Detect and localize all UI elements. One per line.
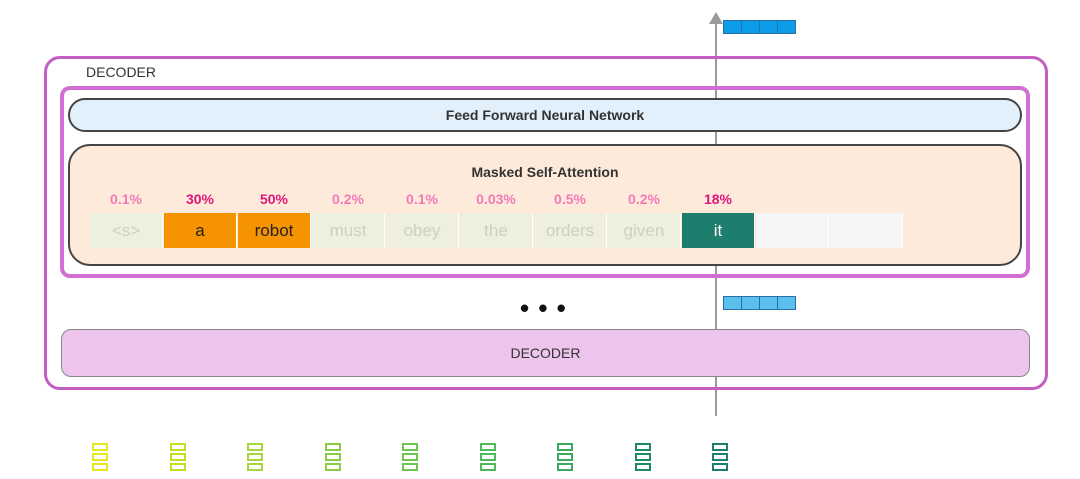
embedding-cell <box>634 463 651 471</box>
token-cell: obey <box>386 213 459 248</box>
vector-cell <box>778 297 795 309</box>
attention-weight: 0.2% <box>332 191 364 207</box>
embedding-cell <box>324 463 341 471</box>
embedding-vector-icon <box>557 443 573 475</box>
decoder-inner-highlight <box>60 86 1030 278</box>
embedding-vector-icon <box>247 443 263 475</box>
vector-cell <box>778 21 795 33</box>
embedding-cell <box>479 463 496 471</box>
embedding-cell <box>324 453 341 461</box>
vector-cell <box>742 297 760 309</box>
embedding-vector-icon <box>402 443 418 475</box>
attention-weight: 0.2% <box>628 191 660 207</box>
embedding-cell <box>712 453 728 461</box>
embedding-cell <box>634 443 651 451</box>
current-token-cell: it <box>682 213 755 248</box>
embedding-cell <box>557 443 573 451</box>
feed-forward-layer: Feed Forward Neural Network <box>68 98 1022 132</box>
embedding-cell <box>712 443 728 451</box>
embedding-cell <box>557 453 573 461</box>
token-cell: robot <box>238 213 311 248</box>
attention-weight: 0.1% <box>406 191 438 207</box>
embedding-cell <box>712 463 728 471</box>
embedding-cell <box>92 443 108 451</box>
output-vector <box>723 20 796 34</box>
token-cell: <s> <box>90 213 163 248</box>
embedding-cell <box>479 443 496 451</box>
embedding-cell <box>169 443 186 451</box>
embedding-cell <box>247 453 263 461</box>
embedding-cell <box>247 443 263 451</box>
attention-weight: 0.5% <box>554 191 586 207</box>
attention-weight: 0.03% <box>476 191 516 207</box>
embedding-vector-icon <box>634 443 651 475</box>
token-cell: the <box>460 213 533 248</box>
empty-token-cell <box>756 213 829 248</box>
embedding-cell <box>402 453 418 461</box>
empty-token-cell <box>830 213 903 248</box>
token-cell: orders <box>534 213 607 248</box>
feed-forward-label: Feed Forward Neural Network <box>445 107 645 123</box>
embedding-cell <box>402 443 418 451</box>
lower-decoder-label: DECODER <box>510 345 581 361</box>
lower-decoder-block: DECODER <box>61 329 1030 377</box>
vector-cell <box>742 21 760 33</box>
hidden-vector <box>723 296 796 310</box>
embedding-cell <box>92 463 108 471</box>
attention-weight: 18% <box>703 191 733 207</box>
embedding-vector-icon <box>169 443 186 475</box>
vector-cell <box>760 21 778 33</box>
vector-cell <box>760 297 778 309</box>
attention-weight: 30% <box>185 191 215 207</box>
attention-weight: 50% <box>259 191 289 207</box>
token-cell: must <box>312 213 385 248</box>
embedding-cell <box>92 453 108 461</box>
embedding-cell <box>169 463 186 471</box>
attention-weight: 0.1% <box>110 191 142 207</box>
vector-cell <box>724 21 742 33</box>
embedding-cell <box>169 453 186 461</box>
token-cell: given <box>608 213 681 248</box>
embedding-cell <box>324 443 341 451</box>
embedding-vector-icon <box>324 443 341 475</box>
decoder-block <box>44 56 1048 390</box>
decoder-block-label: DECODER <box>86 64 157 80</box>
embedding-vector-icon <box>92 443 108 475</box>
embedding-cell <box>557 463 573 471</box>
embedding-cell <box>634 453 651 461</box>
embedding-cell <box>247 463 263 471</box>
vector-cell <box>724 297 742 309</box>
embedding-vector-icon <box>479 443 496 475</box>
embedding-cell <box>402 463 418 471</box>
embedding-vector-icon <box>712 443 728 475</box>
embedding-cell <box>479 453 496 461</box>
stacked-layers-ellipsis: • • • <box>520 293 567 323</box>
masked-self-attention-label: Masked Self-Attention <box>471 164 619 180</box>
arrow-head-icon <box>709 12 723 24</box>
token-cell: a <box>164 213 237 248</box>
